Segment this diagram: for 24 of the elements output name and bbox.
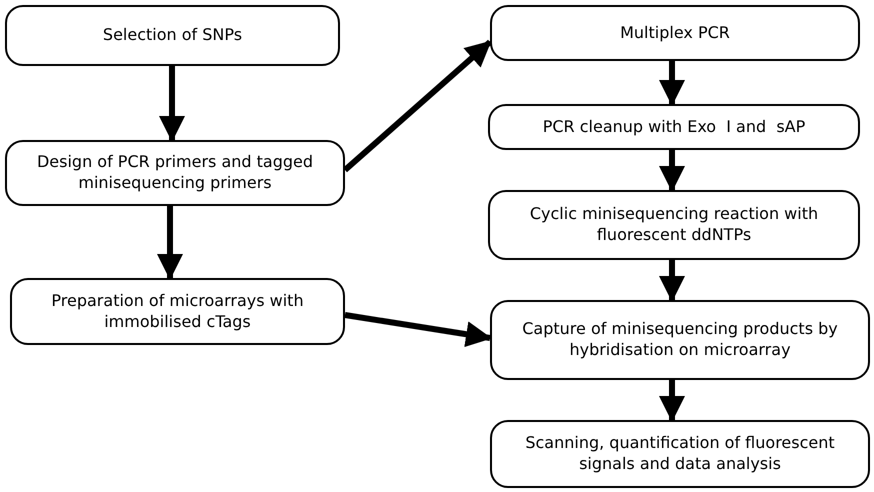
arrow bbox=[659, 380, 685, 422]
step-text: Design of PCR primers and tagged minisequencing primers bbox=[36, 152, 314, 194]
arrow bbox=[659, 260, 685, 302]
process-box bbox=[5, 140, 345, 206]
process-box bbox=[490, 420, 870, 488]
process-box bbox=[10, 278, 345, 345]
arrow bbox=[659, 150, 685, 192]
arrow bbox=[343, 40, 492, 172]
arrow bbox=[659, 61, 685, 106]
process-box bbox=[490, 300, 870, 380]
step-text: Capture of minisequencing products by hybridisation on microarray bbox=[521, 319, 839, 361]
process-box bbox=[488, 190, 860, 260]
step-text: PCR cleanup with Exo I and sAP bbox=[542, 116, 806, 138]
process-box bbox=[5, 5, 340, 66]
process-box bbox=[488, 104, 860, 150]
step-text: Scanning, quantification of fluorescent signals and data analysis bbox=[524, 433, 836, 475]
arrow bbox=[344, 312, 492, 348]
arrow bbox=[157, 206, 183, 280]
step-text: Cyclic minisequencing reaction with fluorescent ddNTPs bbox=[528, 204, 820, 246]
step-text: Preparation of microarrays with immobilised cTags bbox=[50, 290, 305, 332]
step-text: Multiplex PCR bbox=[620, 22, 730, 44]
process-box bbox=[490, 5, 860, 61]
arrow bbox=[159, 66, 185, 142]
step-text: Selection of SNPs bbox=[102, 25, 242, 46]
